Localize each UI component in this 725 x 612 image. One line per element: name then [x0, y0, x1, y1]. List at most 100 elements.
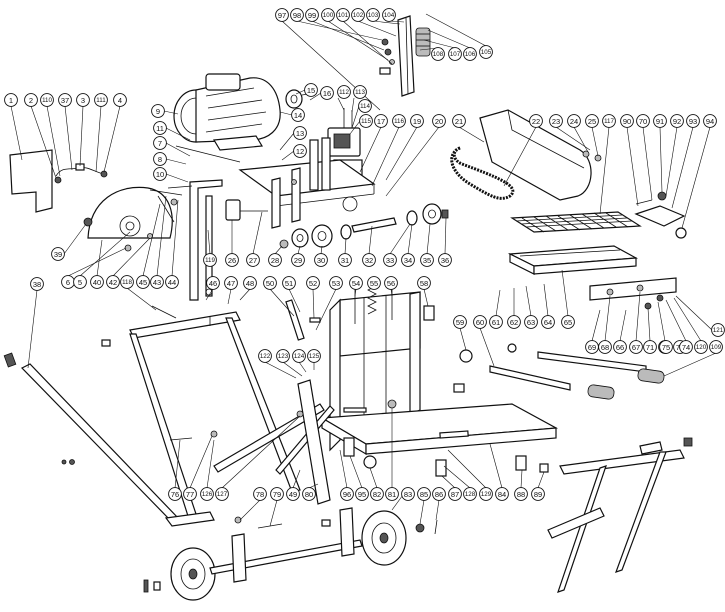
- callout-label: 17: [377, 117, 385, 126]
- callout-circle: [366, 8, 380, 22]
- part-callout: 14: [291, 108, 305, 122]
- callout-circle: [417, 487, 431, 501]
- part-callout: 100: [321, 8, 335, 22]
- callout-circle: [246, 253, 260, 267]
- callout-circle: [711, 323, 725, 337]
- part-callout: 61: [489, 315, 503, 329]
- part-callout: 62: [507, 315, 521, 329]
- callout-label: 69: [588, 343, 596, 352]
- callout-circle: [320, 86, 334, 100]
- callout-label: 115: [361, 118, 371, 125]
- table-grid: [510, 211, 642, 233]
- callout-circle: [463, 487, 477, 501]
- part-callout: 48: [243, 276, 257, 290]
- callout-label: 94: [706, 117, 714, 126]
- part-callout: 35: [420, 253, 434, 267]
- part-callout: 42: [106, 275, 120, 289]
- part-callout: 33: [383, 253, 397, 267]
- callout-label: 43: [153, 278, 161, 287]
- callout-label: 99: [308, 11, 316, 20]
- part-callout: 89: [531, 487, 545, 501]
- callout-label: 45: [139, 278, 147, 287]
- callout-circle: [420, 253, 434, 267]
- part-callout: 49: [286, 487, 300, 501]
- callout-circle: [282, 276, 296, 290]
- part-callout: 85: [417, 487, 431, 501]
- callout-label: 129: [481, 491, 492, 498]
- part-callout: 13: [293, 126, 307, 140]
- callout-label: 25: [588, 117, 596, 126]
- part-callout: 79: [270, 487, 284, 501]
- part-callout: 34: [401, 253, 415, 267]
- callout-label: 34: [404, 256, 412, 265]
- callout-label: 36: [441, 256, 449, 265]
- callout-circle: [203, 253, 217, 267]
- callout-label: 107: [450, 51, 461, 58]
- callout-label: 19: [413, 117, 421, 126]
- callout-circle: [531, 487, 545, 501]
- callout-label: 16: [323, 89, 331, 98]
- part-callout: 67: [629, 340, 643, 354]
- callout-label: 97: [278, 11, 286, 20]
- motor-plate: [238, 137, 376, 229]
- part-callout: 78: [253, 487, 267, 501]
- part-callout: 58: [417, 276, 431, 290]
- callout-label: 92: [673, 117, 681, 126]
- part-callout: 30: [314, 253, 328, 267]
- part-callout: 32: [362, 253, 376, 267]
- callout-circle: [153, 136, 167, 150]
- callout-circle: [304, 83, 318, 97]
- callout-circle: [275, 8, 289, 22]
- part-callout: 2: [24, 93, 38, 107]
- callout-circle: [479, 45, 493, 59]
- part-callout: 65: [561, 315, 575, 329]
- part-callout: 86: [432, 487, 446, 501]
- callout-circle: [151, 104, 165, 118]
- part-callout: 63: [524, 315, 538, 329]
- callout-label: 77: [186, 490, 194, 499]
- belt-guard: [479, 109, 602, 201]
- callout-circle: [302, 487, 316, 501]
- callout-circle: [358, 99, 372, 113]
- hardware-small-parts: [3, 145, 527, 593]
- leader-lines: [10, 13, 717, 527]
- callout-label: 37: [61, 96, 69, 105]
- part-callout: 52: [306, 276, 320, 290]
- part-callout: 108: [431, 47, 445, 61]
- part-callout: 115: [359, 114, 373, 128]
- callout-circle: [4, 93, 18, 107]
- callout-circle: [353, 85, 367, 99]
- callout-circle: [629, 340, 643, 354]
- part-callout: 39: [51, 247, 65, 261]
- part-callout: 5: [73, 275, 87, 289]
- part-callout: 21: [452, 114, 466, 128]
- part-callout: 101: [336, 8, 350, 22]
- part-callout: 95: [355, 487, 369, 501]
- raising-screw: [379, 15, 431, 97]
- part-callout: 31: [338, 253, 352, 267]
- part-callout: 111: [94, 93, 108, 107]
- callout-circle: [349, 276, 363, 290]
- side-panel: [9, 149, 53, 213]
- callout-circle: [448, 47, 462, 61]
- callout-circle: [136, 275, 150, 289]
- part-callout: 60: [473, 315, 487, 329]
- part-callout: 19: [410, 114, 424, 128]
- callout-circle: [293, 126, 307, 140]
- part-callout: 77: [183, 487, 197, 501]
- part-callout: 104: [382, 8, 396, 22]
- callout-circle: [670, 114, 684, 128]
- callout-label: 15: [307, 86, 315, 95]
- part-callout: 56: [384, 276, 398, 290]
- callout-label: 63: [527, 318, 535, 327]
- callout-label: 35: [423, 256, 431, 265]
- callout-circle: [438, 253, 452, 267]
- callout-label: 80: [305, 490, 313, 499]
- callout-circle: [200, 487, 214, 501]
- callout-label: 28: [271, 256, 279, 265]
- part-callout: 128: [463, 487, 477, 501]
- callout-label: 12: [296, 147, 304, 156]
- callout-circle: [448, 487, 462, 501]
